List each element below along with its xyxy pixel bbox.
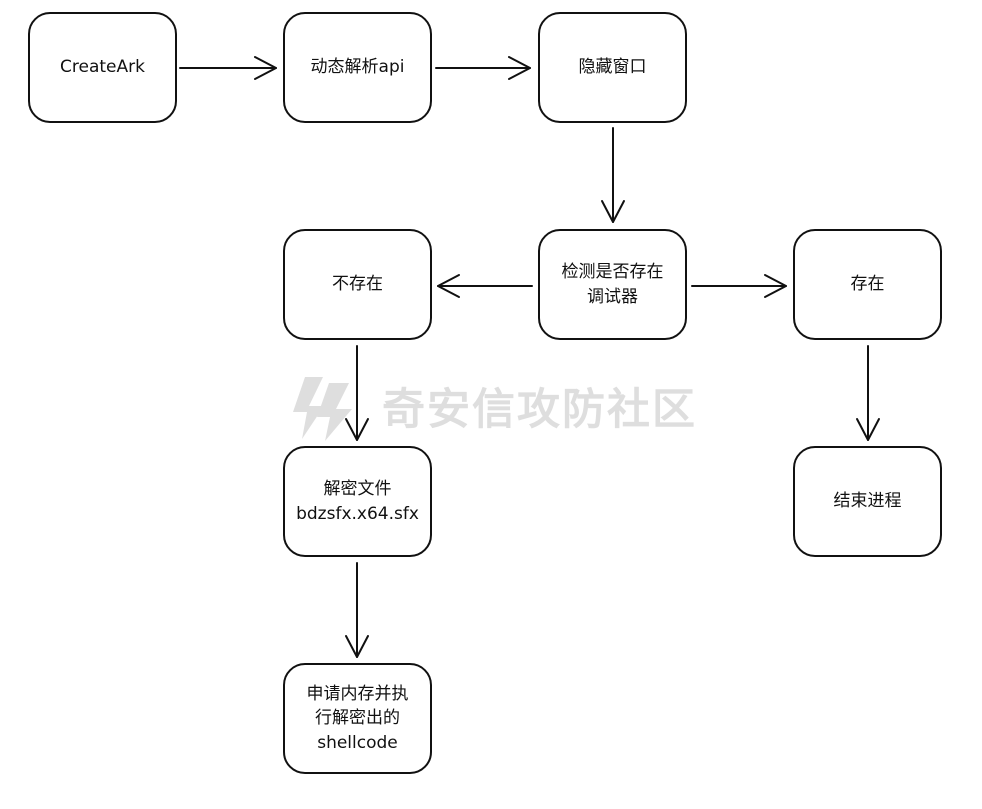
node-alloc-exec-line-2: 行解密出的 (315, 708, 400, 729)
node-decrypt-file-line-2: bdzsfx.x64.sfx (296, 503, 419, 524)
arrowhead-exist-to-end-process (856, 418, 880, 441)
node-not-exist-label: 不存在 (332, 274, 383, 295)
node-exist: 存在 (793, 229, 942, 340)
node-check-debugger-line-1: 检测是否存在 (561, 261, 664, 282)
node-not-exist: 不存在 (283, 229, 432, 340)
node-check-debugger-line-2: 调试器 (587, 286, 638, 307)
node-hide-window: 隐藏窗口 (538, 12, 687, 123)
arrowhead-hide-window-to-check-debugger (601, 200, 625, 223)
arrowhead-check-debugger-to-not-exist (437, 274, 460, 298)
arrowhead-check-debugger-to-exist (764, 274, 787, 298)
node-alloc-exec-line-1: 申请内存并执 (306, 683, 409, 704)
arrowhead-decrypt-file-to-alloc-exec (345, 635, 369, 658)
node-create-ark-label: CreateArk (60, 57, 145, 78)
node-alloc-exec: 申请内存并执 行解密出的 shellcode (283, 663, 432, 774)
node-hide-window-label: 隐藏窗口 (578, 57, 647, 78)
node-create-ark: CreateArk (28, 12, 177, 123)
node-decrypt-file: 解密文件 bdzsfx.x64.sfx (283, 446, 432, 557)
node-decrypt-file-line-1: 解密文件 (323, 478, 392, 499)
node-dynamic-api: 动态解析api (283, 12, 432, 123)
arrowhead-not-exist-to-decrypt-file (345, 418, 369, 441)
node-exist-label: 存在 (850, 274, 885, 295)
node-dynamic-api-label: 动态解析api (310, 57, 405, 78)
node-end-process: 结束进程 (793, 446, 942, 557)
node-alloc-exec-line-3: shellcode (317, 732, 398, 753)
arrowhead-dynamic-api-to-hide-window (508, 56, 531, 80)
node-check-debugger: 检测是否存在 调试器 (538, 229, 687, 340)
arrowhead-createark-to-dynamic-api (254, 56, 277, 80)
node-end-process-label: 结束进程 (833, 491, 902, 512)
